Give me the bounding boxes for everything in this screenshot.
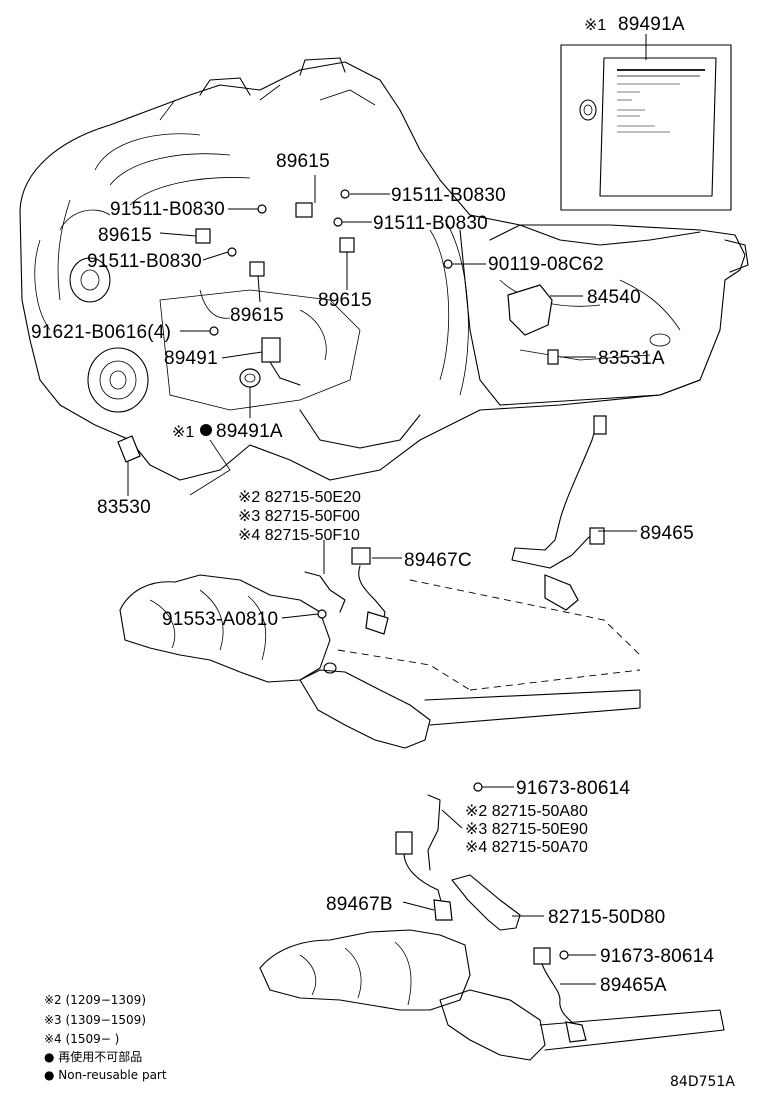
- middle-leaders: [281, 530, 637, 619]
- bolt-91511-c: [333, 217, 343, 227]
- temp-sensor-83531a: [547, 349, 559, 365]
- transmission-case: [459, 224, 701, 406]
- exhaust-pipe-upper: [424, 689, 641, 726]
- exhaust-manifold-lower: [259, 929, 471, 1011]
- crank-position-sensor-89491: [261, 337, 281, 363]
- diagram-id: 84D751A: [670, 1074, 735, 1090]
- bracket-82715-mid: [304, 571, 346, 613]
- knock-sensor-89615-b: [195, 228, 211, 244]
- label-89467b: 89467B: [326, 894, 393, 915]
- label-89615-d: 89615: [318, 290, 372, 311]
- oil-pan: [299, 409, 421, 449]
- neutral-switch-84540: [507, 284, 553, 336]
- o2-sensor-89465a: [565, 1021, 587, 1043]
- label-89615-b: 89615: [98, 225, 152, 246]
- sheet-text-lines: [617, 69, 705, 133]
- label-82715-a70: ※4 82715-50A70: [465, 839, 588, 856]
- inset-box: ※1 89491A: [560, 14, 732, 211]
- bolt-90119: [443, 259, 453, 269]
- label-84540: 84540: [587, 287, 641, 308]
- engine-transmission-illustration: [19, 57, 749, 496]
- legend-line-4: ※4 (1509− ): [44, 1032, 119, 1046]
- label-89465a: 89465A: [600, 975, 667, 996]
- knock-sensor-89615-c: [249, 261, 265, 277]
- bolt-91511-a: [257, 204, 267, 214]
- label-91621: 91621-B0616(4): [31, 322, 171, 343]
- bolt-91621: [209, 326, 219, 336]
- connector-89465: [593, 415, 607, 435]
- label-82715-e90: ※3 82715-50E90: [465, 821, 588, 838]
- top-leaders: [127, 175, 596, 496]
- label-89615-c: 89615: [230, 305, 284, 326]
- legend-non-reusable-ja: ● 再使用不可部品: [44, 1049, 142, 1064]
- crank-pulley: [87, 347, 149, 413]
- inset-part-label: 89491A: [618, 14, 685, 35]
- bolt-91673-a: [473, 782, 483, 792]
- af-sensor-89467b: [433, 899, 453, 921]
- connector-89465a: [533, 947, 551, 965]
- label-82715-f10: ※4 82715-50F10: [238, 527, 360, 544]
- top-labels: 89615 91511-B0830 91511-B0830 91511-B083…: [31, 151, 665, 518]
- label-89491a: 89491A: [216, 421, 283, 442]
- label-82715-d80: 82715-50D80: [548, 907, 665, 928]
- non-reusable-dot: [200, 424, 212, 436]
- middle-labels: ※2 82715-50E20 ※3 82715-50F00 ※4 82715-5…: [162, 489, 694, 630]
- oil-seal-icon: [579, 99, 597, 121]
- label-91511-r2: 91511-B0830: [373, 213, 488, 234]
- inset-mark: ※1: [584, 17, 606, 34]
- catalyst-lower: [439, 989, 546, 1061]
- knock-sensor-89615-a: [295, 202, 313, 218]
- oil-seal-89491a: [239, 368, 261, 388]
- bracket-82715-lower: [427, 794, 441, 871]
- label-90119: 90119-08C62: [488, 254, 604, 275]
- instruction-sheet: [599, 57, 717, 197]
- bolt-91511-d: [227, 247, 237, 257]
- label-82715-f00: ※3 82715-50F00: [238, 508, 360, 525]
- af-sensor-wire-89467b: [403, 853, 443, 906]
- bottom-leaders: [402, 786, 596, 985]
- bottom-illustration: [259, 782, 725, 1061]
- exhaust-manifold-upper: [119, 574, 331, 683]
- legend-line-2: ※2 (1209−1309): [44, 993, 146, 1007]
- label-82715-e20: ※2 82715-50E20: [238, 489, 361, 506]
- connector-89467c: [351, 547, 371, 565]
- label-89491: 89491: [164, 348, 218, 369]
- oil-pressure-switch-83530: [117, 435, 141, 463]
- label-83530: 83530: [97, 497, 151, 518]
- label-91511-l1: 91511-B0830: [110, 199, 225, 220]
- label-89465: 89465: [640, 523, 694, 544]
- o2-sensor-wire-89465: [511, 419, 601, 569]
- af-sensor-89467c: [365, 611, 389, 635]
- top-parts: [117, 189, 559, 463]
- bolt-91511-b: [340, 189, 350, 199]
- bolt-91553: [317, 609, 327, 619]
- catalyst-upper: [299, 669, 431, 749]
- label-91511-l2: 91511-B0830: [87, 251, 202, 272]
- bottom-labels: 91673-80614 ※2 82715-50A80 ※3 82715-50E9…: [326, 778, 714, 996]
- label-91673-a: 91673-80614: [516, 778, 630, 799]
- middle-illustration: [119, 415, 641, 749]
- legend: ※2 (1209−1309) ※3 (1309−1509) ※4 (1509− …: [44, 993, 167, 1082]
- legend-line-3: ※3 (1309−1509): [44, 1013, 146, 1027]
- knock-sensor-89615-d: [339, 237, 355, 253]
- label-89615-a: 89615: [276, 151, 330, 172]
- label-91553: 91553-A0810: [162, 609, 278, 630]
- label-82715-a80: ※2 82715-50A80: [465, 803, 588, 820]
- label-91511-r1: 91511-B0830: [391, 185, 506, 206]
- o2-sensor-89465: [544, 574, 579, 611]
- label-89491a-mark: ※1: [172, 424, 194, 441]
- bolt-91673-b: [559, 950, 569, 960]
- label-91673-b: 91673-80614: [600, 946, 714, 967]
- label-83531a: 83531A: [598, 348, 665, 369]
- connector-89467b: [395, 831, 413, 855]
- label-89467c: 89467C: [404, 550, 472, 571]
- idler-pulley: [69, 257, 111, 303]
- bracket-82715-50d80: [451, 874, 521, 931]
- af-sensor-wire-89467c: [358, 565, 386, 629]
- exhaust-pipe-lower: [539, 1009, 725, 1051]
- o2-sensor-wire-89465a: [541, 963, 576, 1026]
- legend-non-reusable-en: ● Non-reusable part: [44, 1068, 167, 1082]
